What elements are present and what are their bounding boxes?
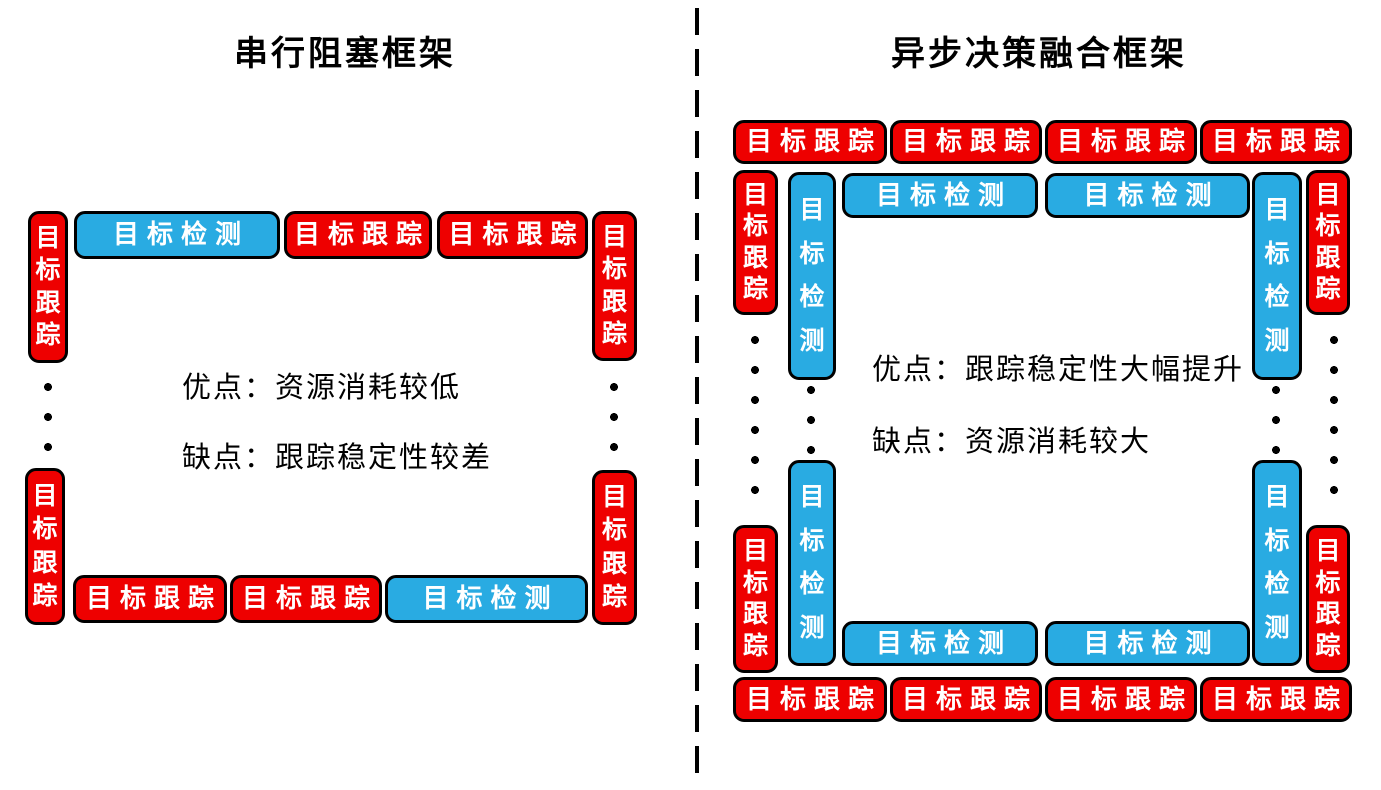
ellipsis-dots-right-column	[610, 372, 618, 462]
detection-box-top-right-vertical: 目标检测	[1252, 172, 1302, 380]
left-pros-text: 优点：资源消耗较低	[182, 372, 462, 404]
tracking-box-right-top-left-vertical: 目标跟踪	[733, 170, 778, 315]
ellipsis-dots-red-right-column	[1330, 325, 1338, 505]
tracking-box-top-left-vertical: 目标跟踪	[28, 211, 68, 363]
tracking-box-outer-top-3: 目标跟踪	[1045, 120, 1197, 164]
detection-box-bottom-left-vertical: 目标检测	[788, 460, 836, 666]
detection-box-inner-top-1: 目标检测	[842, 173, 1038, 218]
tracking-box-bottom-1: 目标跟踪	[73, 575, 227, 623]
tracking-box-top-2: 目标跟踪	[437, 211, 588, 259]
ellipsis-dots-blue-right-column	[1272, 375, 1280, 465]
detection-box-top-left-vertical: 目标检测	[788, 172, 836, 380]
tracking-box-bottom-right-vertical: 目标跟踪	[592, 470, 637, 625]
detection-box-bottom-right-vertical: 目标检测	[1252, 460, 1302, 666]
right-pros-text: 优点：跟踪稳定性大幅提升	[872, 354, 1245, 386]
tracking-box-outer-bottom-2: 目标跟踪	[890, 677, 1042, 722]
tracking-box-outer-top-1: 目标跟踪	[733, 120, 887, 164]
right-panel-title: 异步决策融合框架	[891, 36, 1187, 73]
tracking-box-outer-bottom-1: 目标跟踪	[733, 677, 887, 722]
detection-box-inner-bottom-2: 目标检测	[1045, 621, 1250, 666]
detection-box-inner-bottom-1: 目标检测	[842, 621, 1038, 666]
detection-box-bottom: 目标检测	[385, 575, 588, 623]
tracking-box-top-right-vertical: 目标跟踪	[592, 211, 637, 361]
left-cons-text: 缺点：跟踪稳定性较差	[182, 442, 493, 474]
tracking-box-outer-bottom-3: 目标跟踪	[1045, 677, 1197, 722]
tracking-box-right-top-right-vertical: 目标跟踪	[1306, 170, 1350, 315]
tracking-box-outer-top-2: 目标跟踪	[890, 120, 1042, 164]
tracking-box-bottom-left-vertical: 目标跟踪	[25, 468, 65, 625]
tracking-box-top-1: 目标跟踪	[284, 211, 432, 259]
detection-box-inner-top-2: 目标检测	[1045, 173, 1250, 218]
ellipsis-dots-left-column	[44, 372, 52, 462]
tracking-box-right-bottom-left-vertical: 目标跟踪	[733, 525, 778, 673]
tracking-box-outer-bottom-4: 目标跟踪	[1200, 677, 1352, 722]
left-panel-title: 串行阻塞框架	[234, 36, 456, 73]
dashed-divider	[695, 8, 699, 782]
tracking-box-bottom-2: 目标跟踪	[230, 575, 382, 623]
detection-box-top: 目标检测	[74, 211, 280, 259]
ellipsis-dots-red-left-column	[751, 325, 759, 505]
right-cons-text: 缺点：资源消耗较大	[872, 426, 1152, 458]
tracking-box-right-bottom-right-vertical: 目标跟踪	[1306, 525, 1350, 673]
tracking-box-outer-top-4: 目标跟踪	[1200, 120, 1352, 164]
ellipsis-dots-blue-left-column	[807, 375, 815, 465]
